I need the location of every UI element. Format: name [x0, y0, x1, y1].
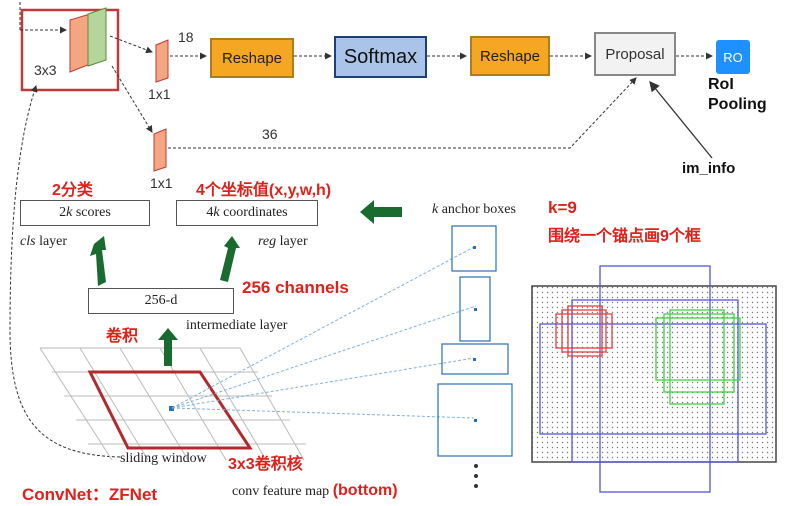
roi-node: RO: [716, 40, 750, 74]
branch1-channels: 18: [178, 29, 194, 45]
sliding-window-frame: [87, 370, 253, 450]
roi-pooling-line2: Pooling: [708, 96, 767, 113]
branch1-label: 1x1: [148, 86, 171, 102]
im-info-label: im_info: [682, 160, 736, 177]
roi-pooling-line1: RoI: [708, 76, 734, 93]
reg-note: 4个坐标值(x,y,w,h): [196, 182, 332, 199]
anchor-boxes: [437, 225, 513, 457]
conv-feature-orange: [69, 13, 91, 73]
channels-note: 256 channels: [242, 278, 349, 297]
cls-layer-label: cls layer: [20, 234, 68, 249]
feature-map-grid: [39, 347, 306, 461]
green-arrows: [90, 200, 402, 366]
anchor-note: 围绕一个锚点画9个框: [548, 228, 701, 245]
window-to-conv-curve: [9, 85, 121, 458]
intermediate-layer-label: intermediate layer: [186, 318, 288, 333]
bottom-note: (bottom): [332, 482, 398, 499]
proposal-node: Proposal: [594, 32, 676, 76]
feature-map-label: conv feature map (bottom): [232, 482, 398, 499]
k-note: k=9: [548, 198, 577, 217]
branch1-conv: [155, 39, 169, 83]
sliding-window-label: sliding window: [120, 451, 207, 466]
conv3x3-label: 3x3: [34, 62, 57, 78]
intermediate-box: 256-d: [88, 288, 234, 314]
branch2-conv: [153, 128, 167, 172]
reshape1-node: Reshape: [210, 38, 294, 78]
conv-note: 卷积: [106, 328, 139, 345]
kernel-note: 3x3卷积核: [228, 456, 303, 473]
anchor-image: [531, 285, 777, 463]
branch2-label: 1x1: [150, 175, 173, 191]
conv-feature-green: [87, 7, 107, 67]
reg-layer-label: reg layer: [258, 234, 308, 249]
convnet-note: ConvNet：ZFNet: [22, 485, 158, 504]
softmax-node: Softmax: [334, 36, 427, 78]
branch2-channels: 36: [262, 126, 278, 142]
conv3x3-frame: [20, 8, 120, 92]
more-anchors-dots: [474, 464, 478, 488]
cls-note: 2分类: [52, 182, 93, 199]
anchor-boxes-label: k anchor boxes: [432, 202, 516, 217]
reshape2-node: Reshape: [470, 36, 550, 76]
